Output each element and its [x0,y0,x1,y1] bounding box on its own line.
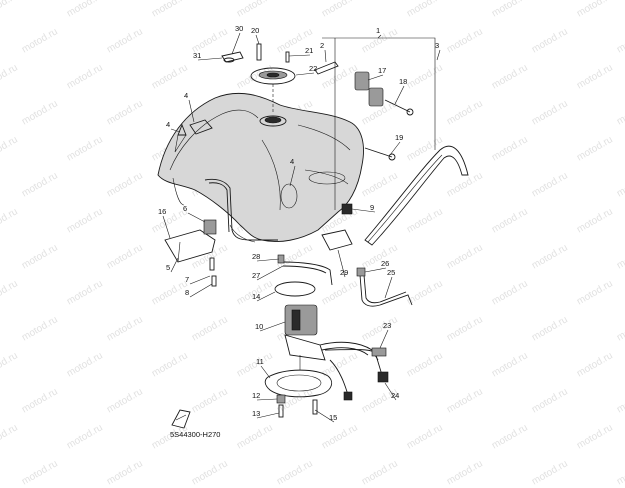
leader-line [289,165,296,187]
callout-number: 4 [184,91,188,100]
pump-bolts [276,394,318,418]
leader-line [384,276,393,299]
leader-line [351,208,376,213]
leader-line [259,321,286,332]
front-arrow-icon [171,409,191,429]
fuel-tank [157,92,364,243]
leader-line [256,258,280,262]
callout-number: 18 [399,77,407,86]
pump-gasket [264,369,333,398]
o-ring [274,281,316,297]
callout-number: 5 [166,263,170,272]
leader-line [367,74,384,81]
leader-line [295,72,315,76]
callout-number: 17 [378,66,386,75]
callout-number: 31 [193,51,201,60]
leader-line [384,382,397,401]
leader-line [256,412,280,419]
leader-line [394,85,405,105]
leader-line [256,265,284,281]
decal-parts [174,61,339,153]
leader-line [189,275,211,285]
fuel-pump [284,304,379,370]
callout-number: 1 [376,26,380,35]
callout-number: 22 [309,64,317,73]
callout-number: 3 [435,41,439,50]
callout-number: 20 [251,26,259,35]
leader-line [324,49,327,63]
leader-line [389,141,401,156]
leader-line [364,267,387,273]
leader-line [197,57,223,61]
callout-number: 9 [370,203,374,212]
leader-line [187,212,206,223]
clip-9 [341,203,353,215]
hose-clips [277,254,333,286]
callout-number: 7 [185,275,189,284]
exploded-view-drawing: 1234445678910111213141516171819202122232… [157,24,469,429]
callout-number: 28 [252,252,260,261]
callout-number: 15 [329,413,337,422]
callout-number: 19 [395,133,403,142]
callout-number: 27 [252,271,260,280]
callout-number: 6 [183,204,187,213]
leader-line [189,283,213,298]
fuel-cap-assembly [221,43,296,112]
damper-parts [354,71,414,161]
leader-line [288,54,311,57]
callout-bracket [322,37,436,210]
leader-line [337,249,346,278]
callout-number: 4 [290,157,294,166]
leader-line [314,409,335,423]
callout-number: 4 [166,120,170,129]
side-cover [364,145,469,246]
callout-number: 29 [340,268,348,277]
leader-line [256,291,276,302]
callout-number: 30 [235,24,243,33]
callout-number: 8 [185,288,189,297]
leader-line [255,34,260,45]
mounting-bracket [164,219,217,287]
leader-line [162,215,171,239]
callout-number: 12 [252,391,260,400]
leader-line [170,257,179,273]
callout-number: 11 [256,357,264,366]
leader-line [436,49,441,61]
callout-number: 26 [381,259,389,268]
callout-number: 25 [387,268,395,277]
callout-number: 10 [255,322,263,331]
drain-hose [356,267,413,307]
plate-29 [321,229,353,251]
leader-line [231,32,241,55]
leader-lines [162,32,441,423]
callout-number: 14 [252,292,260,301]
callout-number: 16 [158,207,166,216]
wire-harness [324,347,389,401]
callout-number: 23 [383,321,391,330]
leader-line [260,365,271,379]
leader-line [188,99,195,123]
vent-hose [204,178,278,241]
leader-line [377,34,382,39]
leader-line [379,329,389,349]
leader-line [256,398,278,401]
leader-line [170,128,181,133]
callout-number: 21 [305,46,313,55]
diagram-code: 5S44300-H270 [170,430,221,439]
callout-number: 13 [252,409,260,418]
callout-number: 2 [320,41,324,50]
callout-number: 24 [391,391,399,400]
